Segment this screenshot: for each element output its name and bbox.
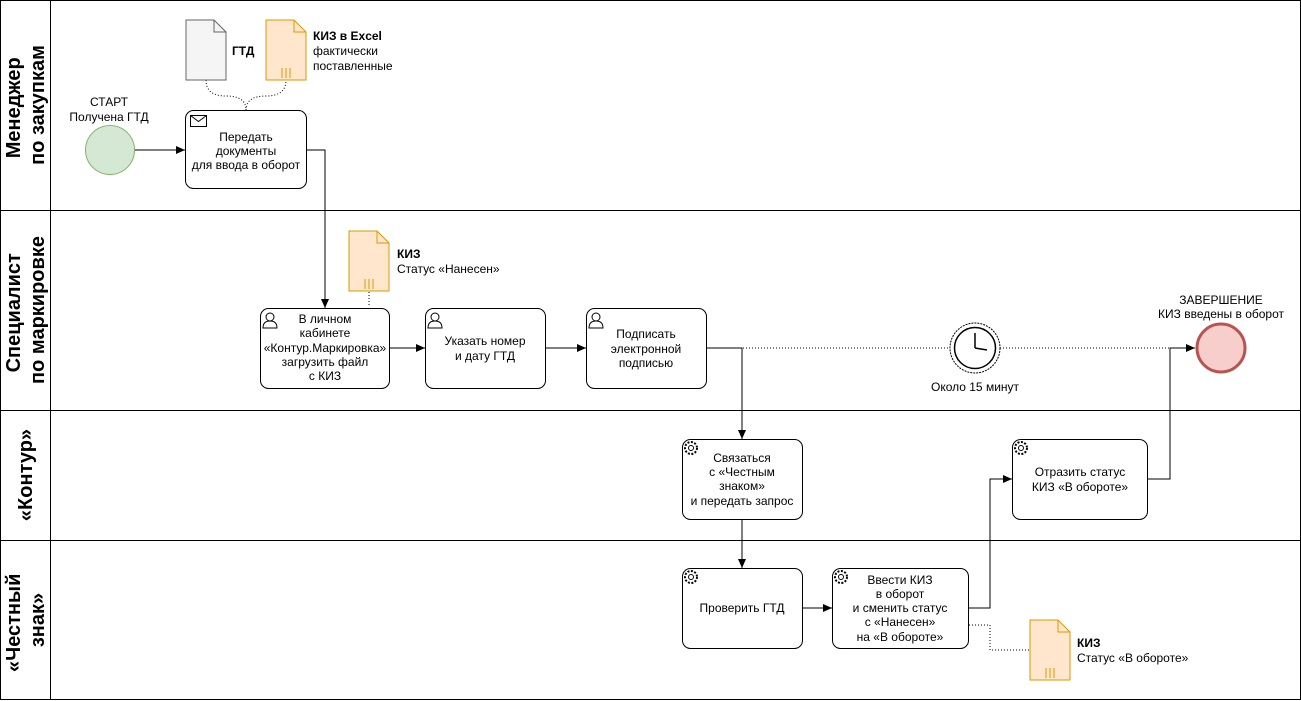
task-upload-file-line2: кабинете: [300, 326, 351, 340]
task-enter-kiz-line5: на «В обороте»: [857, 630, 944, 644]
lane-title-specialist: Специалист по маркировке: [3, 236, 49, 384]
task-check-gtd: Проверить ГТД: [682, 568, 803, 649]
task-enter-gtd-line2: и дату ГТД: [455, 349, 515, 363]
task-reflect-status-line1: Отразить статус: [1035, 465, 1126, 479]
task-upload-file: В личном кабинете «Контур.Маркировка» за…: [260, 308, 390, 389]
task-check-gtd-line1: Проверить ГТД: [700, 601, 785, 615]
timer-label: Около 15 минут: [931, 380, 1020, 394]
association-lines: [205, 79, 1195, 651]
task-enter-kiz-line3: и сменить статус: [853, 601, 948, 615]
task-contact-line2: с «Честным: [709, 465, 775, 479]
document-gtd: ГТД: [185, 19, 255, 81]
task-enter-gtd: Указать номер и дату ГТД: [425, 308, 546, 389]
task-enter-gtd-line1: Указать номер: [444, 334, 525, 348]
end-event: ЗАВЕРШЕНИЕ КИЗ введены в оборот: [1158, 293, 1284, 374]
document-kiz-applied-title: КИЗ: [397, 247, 420, 261]
task-contact-line3: знаком»: [719, 479, 765, 493]
gear-icon: [684, 570, 698, 584]
task-upload-file-line3: «Контур.Маркировка»: [264, 341, 387, 355]
user-icon: [427, 312, 443, 329]
lane-title-chestny-znak: «Честный знак»: [3, 568, 49, 672]
envelope-icon: [190, 115, 207, 127]
task-enter-kiz: Ввести КИЗ в оборот и сменить статус с «…: [832, 568, 969, 649]
lane-title-kontur: «Контур»: [15, 429, 37, 521]
task-sign-line3: подписью: [619, 356, 673, 370]
gear-icon: [1014, 441, 1028, 455]
document-kiz-applied: КИЗ Статус «Нанесен»: [348, 230, 500, 292]
task-send-documents-line2: документы: [216, 144, 277, 158]
start-event: СТАРТ Получена ГТД: [69, 95, 149, 175]
task-upload-file-line1: В личном: [299, 312, 352, 326]
task-contact-line4: и передать запрос: [691, 494, 794, 508]
task-sign: Подписать электронной подписью: [586, 308, 707, 389]
document-kiz-excel-line1: фактически: [313, 44, 378, 58]
task-enter-kiz-line1: Ввести КИЗ: [867, 573, 932, 587]
task-enter-kiz-line4: с «Нанесен»: [865, 615, 936, 629]
lane-title-manager: Менеджер по закупкам: [3, 45, 49, 165]
task-reflect-status: Отразить статус КИЗ «В обороте»: [1012, 439, 1148, 520]
task-contact-line1: Связаться: [713, 451, 771, 465]
document-kiz-excel-line2: поставленные: [313, 59, 393, 73]
gear-icon: [834, 570, 848, 584]
task-reflect-status-line2: КИЗ «В обороте»: [1032, 480, 1129, 494]
task-enter-kiz-line2: в оборот: [876, 587, 925, 601]
task-sign-line1: Подписать: [616, 327, 675, 341]
timer-event: Около 15 минут: [931, 322, 1020, 394]
document-gtd-title: ГТД: [232, 44, 255, 58]
clock-icon: [974, 333, 988, 351]
task-send-documents: Передать документы для ввода в оборот: [185, 110, 307, 189]
start-label-line1: СТАРТ: [90, 95, 129, 109]
task-sign-line2: электронной: [611, 342, 681, 356]
gear-icon: [684, 441, 698, 455]
document-kiz-excel-title: КИЗ в Excel: [313, 29, 382, 43]
sequence-flows: [135, 146, 1195, 612]
user-icon: [262, 312, 278, 329]
end-label-line2: КИЗ введены в оборот: [1158, 307, 1284, 321]
document-kiz-in-circulation-title: КИЗ: [1077, 636, 1100, 650]
document-kiz-in-circulation: КИЗ Статус «В обороте»: [1029, 619, 1189, 681]
task-upload-file-line5: с КИЗ: [309, 369, 341, 383]
task-contact: Связаться с «Честным знаком» и передать …: [682, 439, 803, 520]
document-kiz-applied-line1: Статус «Нанесен»: [397, 262, 500, 276]
task-send-documents-line3: для ввода в оборот: [192, 158, 301, 172]
end-label-line1: ЗАВЕРШЕНИЕ: [1179, 293, 1263, 307]
document-kiz-excel: КИЗ в Excel фактически поставленные: [265, 19, 393, 81]
user-icon: [588, 312, 604, 329]
start-label-line2: Получена ГТД: [69, 110, 148, 124]
document-kiz-in-circulation-line1: Статус «В обороте»: [1077, 651, 1189, 665]
task-send-documents-line1: Передать: [219, 130, 273, 144]
task-upload-file-line4: загрузить файл: [282, 355, 369, 369]
